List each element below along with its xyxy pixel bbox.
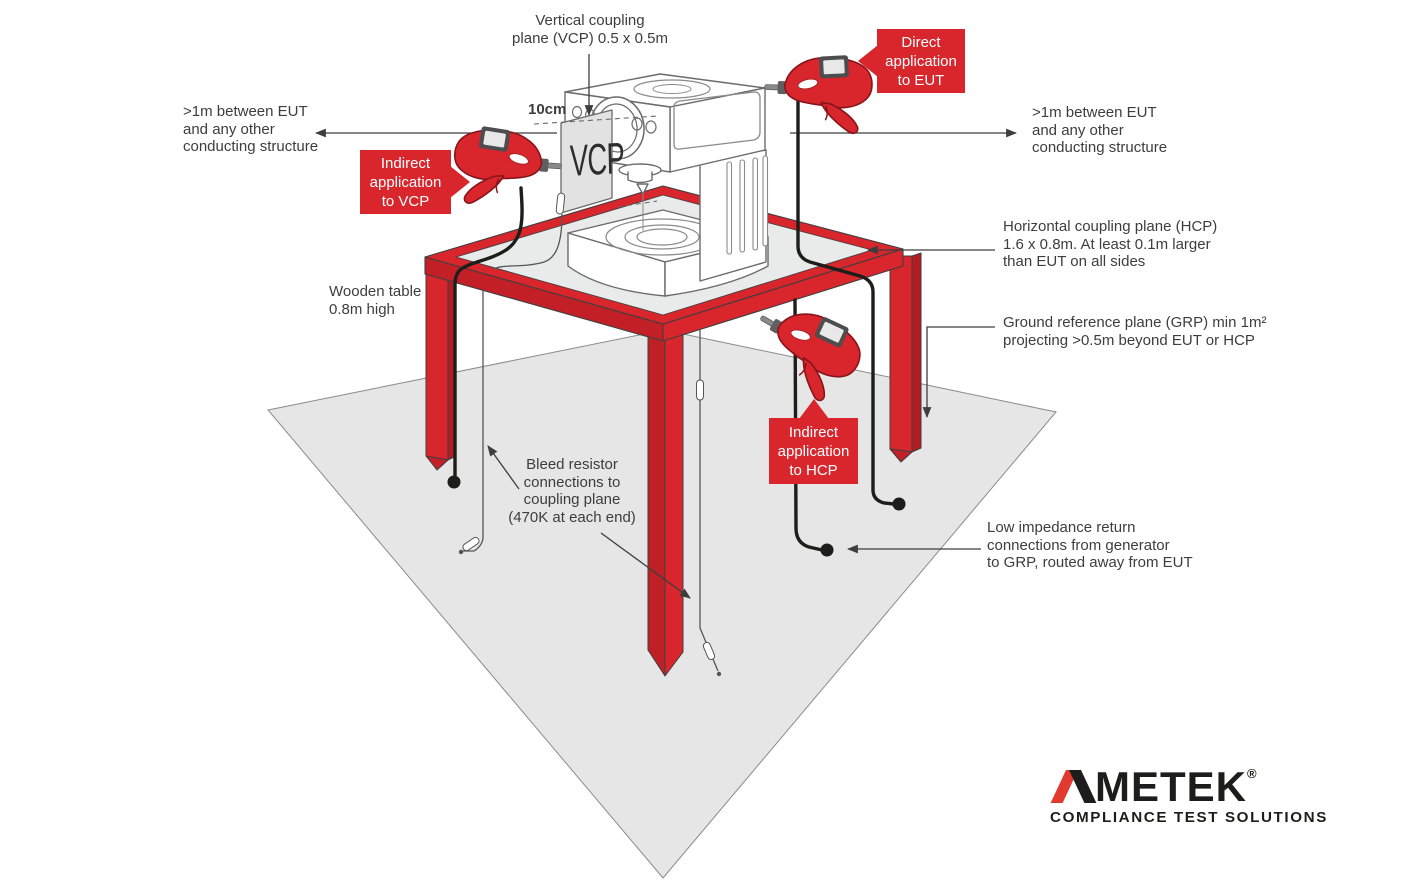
ametek-logo: METEK ® COMPLIANCE TEST SOLUTIONS <box>1050 763 1350 827</box>
callout-indirect-application-hcp: Indirect application to HCP <box>769 418 858 484</box>
label-10cm: 10cm <box>528 101 567 118</box>
callout-indirect-application-vcp: Indirect application to VCP <box>360 150 451 214</box>
label-vcp-panel: VCP <box>569 133 625 186</box>
label-hcp: Horizontal coupling plane (HCP) 1.6 x 0.… <box>1003 218 1218 270</box>
callout-direct-application-eut: Direct application to EUT <box>877 29 965 93</box>
bleed-resistor-wire-right <box>696 330 722 677</box>
table-legs <box>425 252 922 677</box>
logo-tagline: COMPLIANCE TEST SOLUTIONS <box>1050 809 1328 826</box>
label-vcp-title: Vertical coupling plane (VCP) 0.5 x 0.5m <box>512 12 668 47</box>
bleed-resistor-wire-left <box>458 291 484 555</box>
label-clearance-right: >1m between EUT and any other conducting… <box>1032 104 1168 156</box>
registered-mark: ® <box>1247 766 1257 781</box>
ametek-a-icon <box>1050 770 1097 803</box>
label-clearance-left: >1m between EUT and any other conducting… <box>183 103 319 155</box>
leader-lines <box>314 54 1018 599</box>
label-wooden-table: Wooden table 0.8m high <box>329 283 422 318</box>
label-low-impedance: Low impedance return connections from ge… <box>987 519 1193 571</box>
esd-gun-direct-eut <box>762 51 874 135</box>
vcp-panel <box>493 109 613 270</box>
label-grp: Ground reference plane (GRP) min 1m² pro… <box>1003 314 1267 349</box>
label-bleed-resistor: Bleed resistor connections to coupling p… <box>508 456 636 526</box>
generator-cables <box>447 80 906 557</box>
logo-brand-text: METEK <box>1095 763 1247 810</box>
eut-coffee-machine <box>564 73 769 297</box>
